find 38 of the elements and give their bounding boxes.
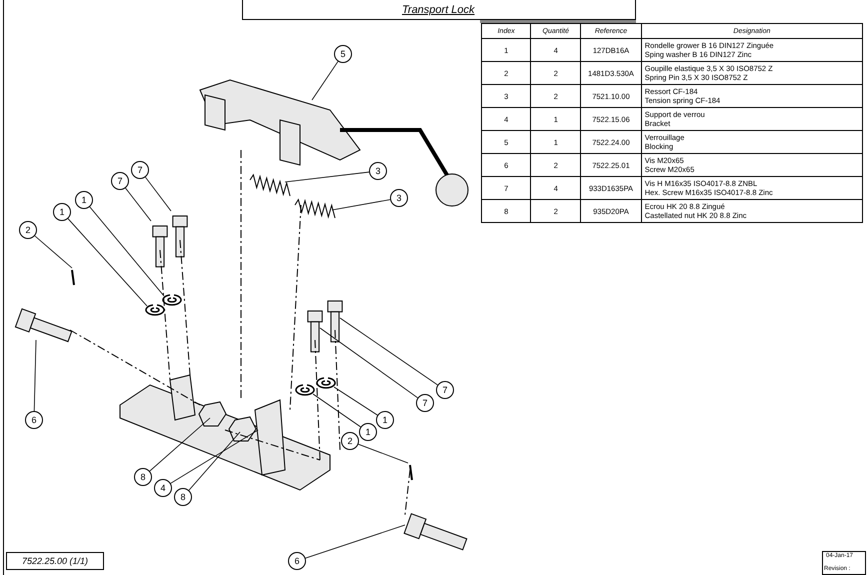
leader-line bbox=[34, 340, 36, 412]
callout-number: 7 bbox=[416, 394, 434, 412]
leader-line bbox=[358, 444, 408, 464]
callout-number: 8 bbox=[134, 468, 152, 486]
leader-line bbox=[188, 432, 240, 491]
leader-line bbox=[312, 61, 338, 100]
callout-number: 7 bbox=[111, 172, 129, 190]
callout-number: 1 bbox=[75, 191, 93, 209]
callout-number: 3 bbox=[369, 162, 387, 180]
leader-line bbox=[305, 524, 406, 559]
leader-line bbox=[340, 318, 438, 386]
leader-line bbox=[125, 188, 152, 222]
leader-line bbox=[68, 218, 148, 306]
leader-line bbox=[34, 235, 72, 268]
leader-line bbox=[332, 199, 391, 210]
callout-number: 7 bbox=[436, 381, 454, 399]
leader-line bbox=[284, 172, 370, 182]
callout-number: 3 bbox=[390, 189, 408, 207]
callout-number: 8 bbox=[174, 488, 192, 506]
leader-line bbox=[334, 386, 378, 416]
callout-number: 7 bbox=[131, 161, 149, 179]
leader-line bbox=[320, 328, 418, 398]
callout-number: 4 bbox=[154, 479, 172, 497]
drawing-number: 7522.25.00 (1/1) bbox=[6, 552, 104, 570]
callout-number: 2 bbox=[19, 221, 37, 239]
callout-number: 6 bbox=[25, 411, 43, 429]
leader-line bbox=[89, 206, 164, 296]
callout-number: 6 bbox=[288, 552, 306, 570]
callout-number: 1 bbox=[376, 411, 394, 429]
callout-number: 2 bbox=[341, 432, 359, 450]
callout-number: 5 bbox=[334, 45, 352, 63]
leader-line bbox=[170, 430, 258, 484]
leader-line bbox=[149, 418, 210, 472]
callout-number: 1 bbox=[359, 423, 377, 441]
leader-line bbox=[312, 394, 361, 428]
callout-number: 1 bbox=[53, 203, 71, 221]
leader-line bbox=[145, 176, 172, 212]
drawing-title: Transport Lock bbox=[402, 4, 475, 16]
